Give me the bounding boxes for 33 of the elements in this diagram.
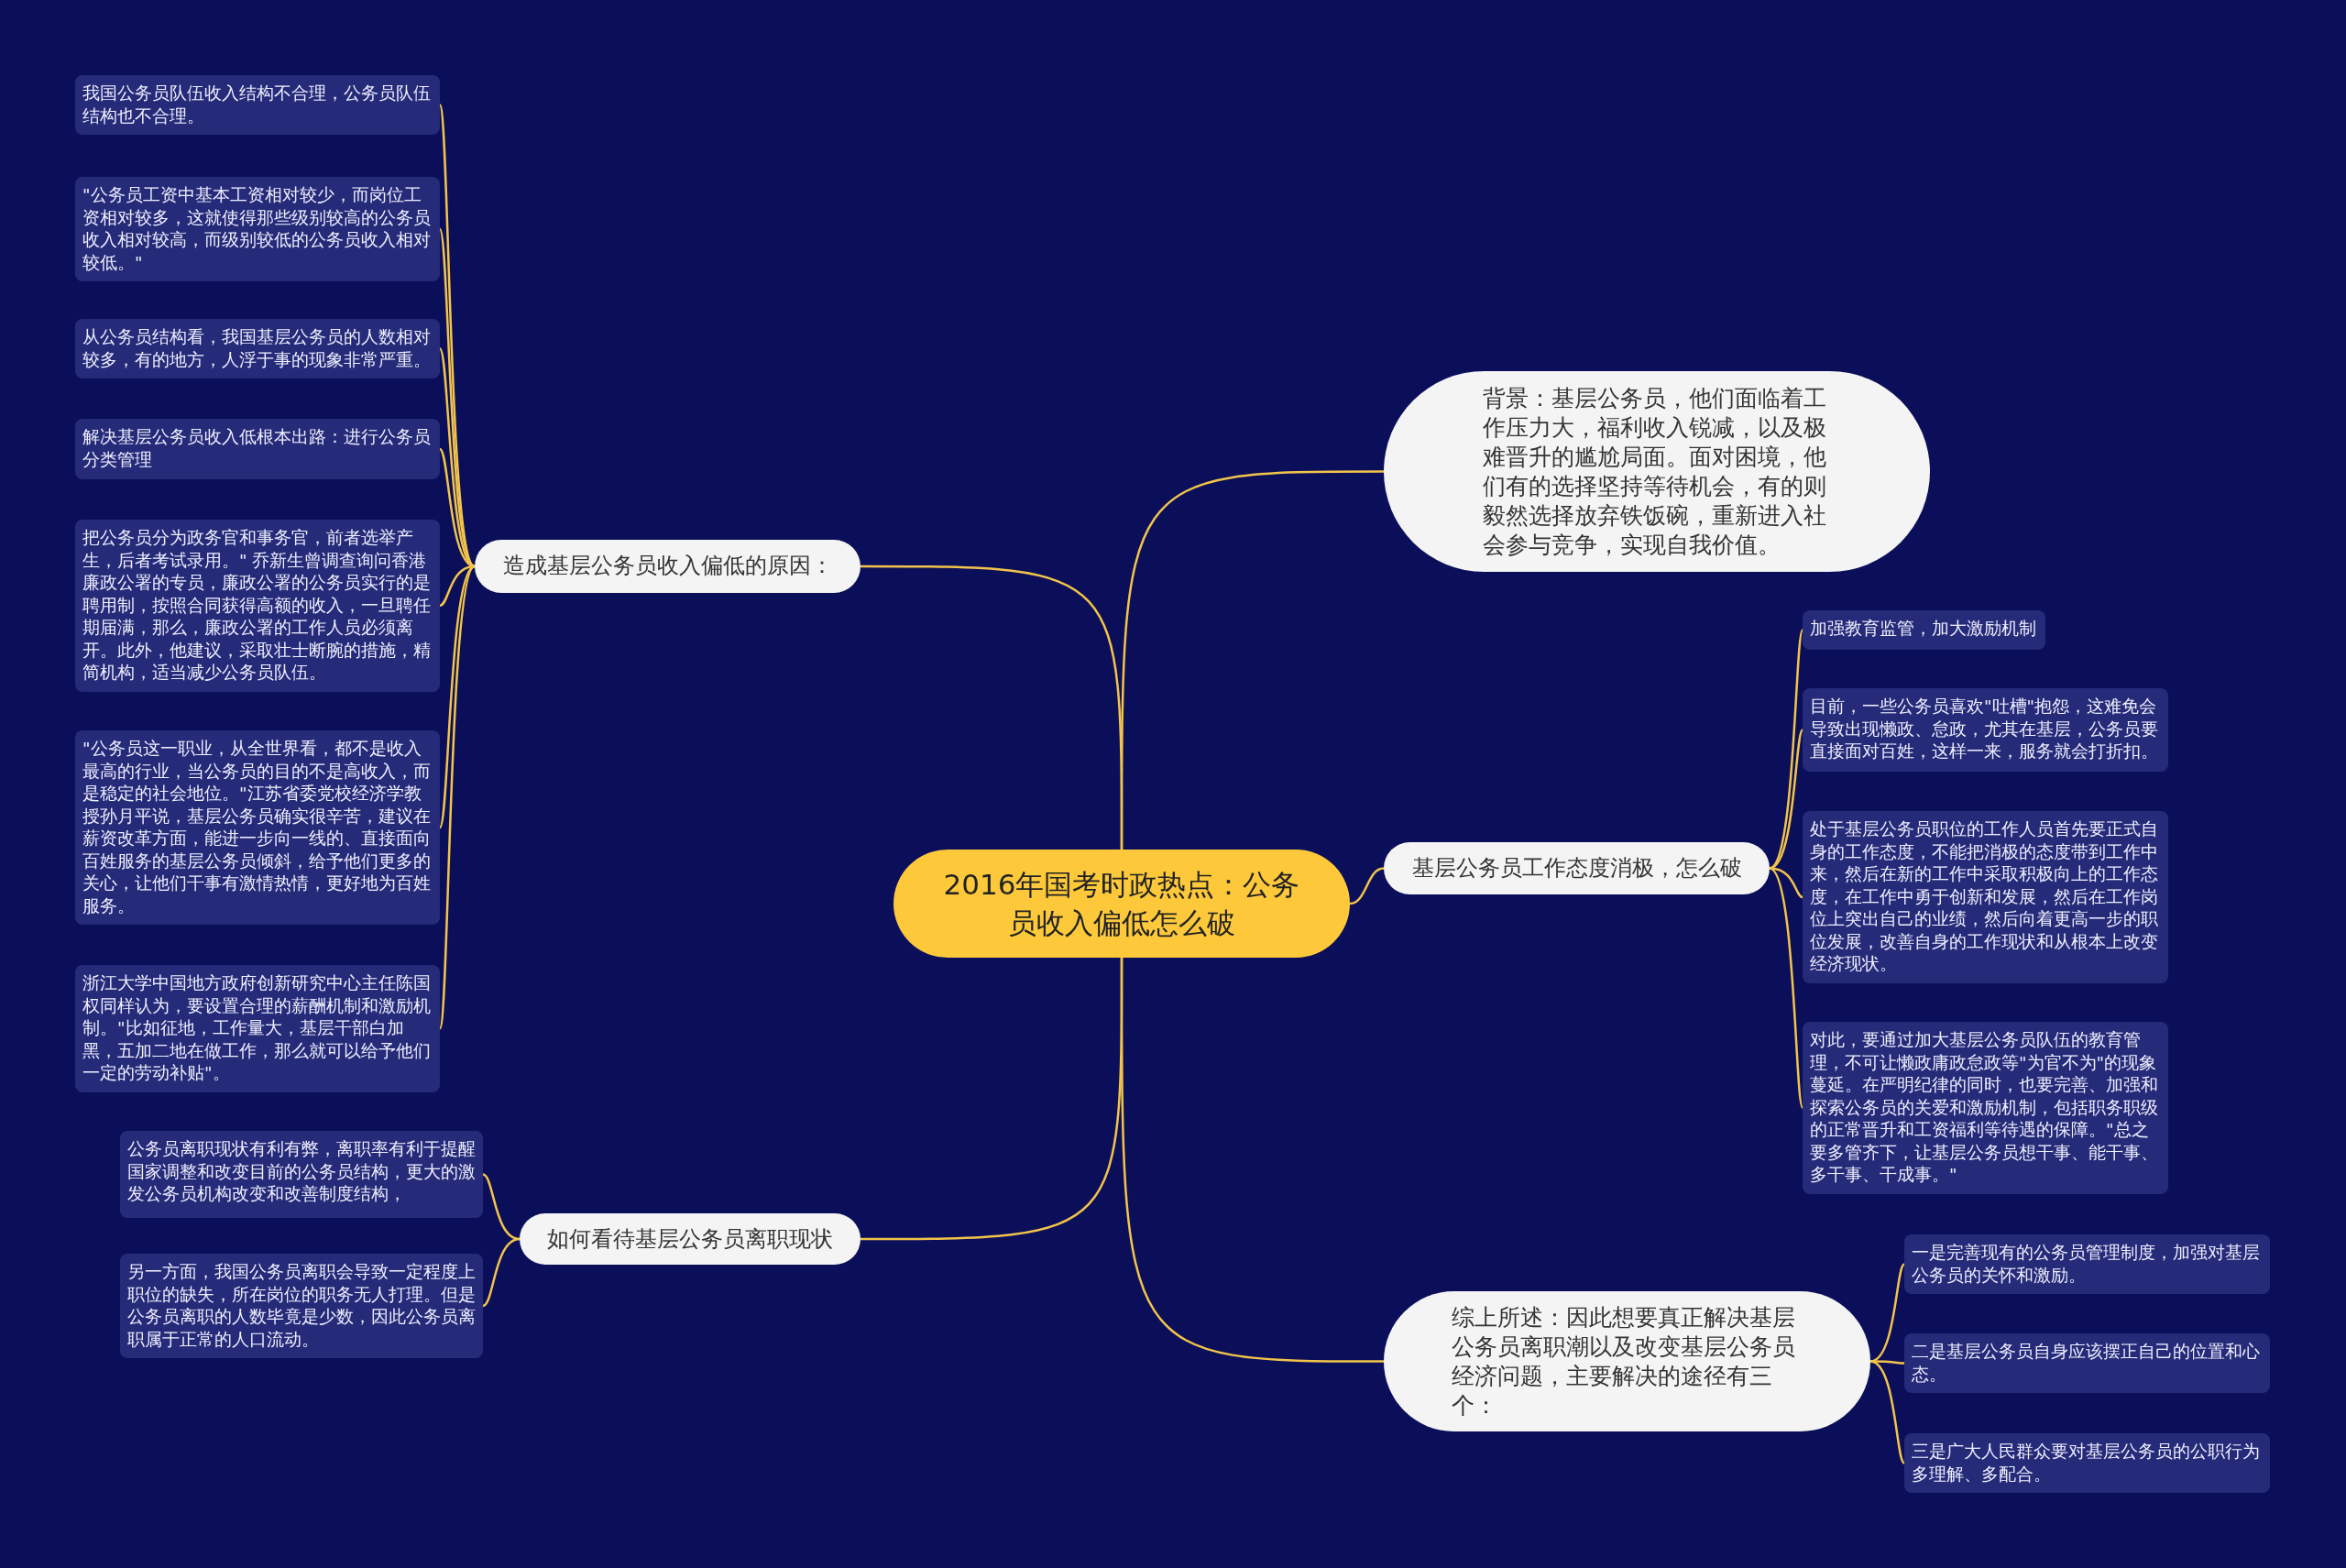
branch-topic: 如何看待基层公务员离职现状 [520, 1213, 861, 1265]
branch-topic: 基层公务员工作态度消极，怎么破 [1384, 842, 1770, 894]
branch-topic: 综上所述：因此想要真正解决基层公务员离职潮以及改变基层公务员经济问题，主要解决的途径有三个： [1384, 1291, 1870, 1431]
connector-line [1349, 867, 1385, 905]
leaf-note: 另一方面，我国公务员离职会导致一定程度上职位的缺失，所在岗位的职务无人打理。但是公务员离职的人数毕竟是少数，因此公务员离职属于正常的人口流动。 [120, 1254, 483, 1358]
connector-line [482, 1237, 521, 1308]
leaf-note: 公务员离职现状有利有弊，离职率有利于提醒国家调整和改变目前的公务员结构，更大的激发公务员机构改变和改善制度结构， [120, 1131, 483, 1218]
leaf-note: 浙江大学中国地方政府创新研究中心主任陈国权同样认为，要设置合理的薪酬机制和激励机制。"比如征地，工作量大，基层干部白加黑，五加二地在做工作，那么就可以给予他们一定的劳动补贴"。 [75, 965, 440, 1092]
connector-line [438, 565, 477, 1029]
connector-line [1869, 1360, 1905, 1464]
leaf-note: 处于基层公务员职位的工作人员首先要正式自身的工作态度，不能把消极的态度带到工作中来，然后在新的工作中采取积极向上的工作态度，在工作中勇于创新和发展，然后在工作岗位上突出自己的业绩，然后向着更高一步的职位发展，改善自身的工作现状和从根本上改变经济现状。 [1803, 811, 2168, 983]
leaf-note: "公务员这一职业，从全世界看，都不是收入最高的行业，当公务员的目的不是高收入，而是稳定的社会地位。"江苏省委党校经济学教授孙月平说，基层公务员确实很辛苦，建议在薪资改革方面，能进一步向一线的、直接面向百姓服务的基层公务员倾斜，给予他们更多的关心，让他们干事有激情热情，更好地为百姓服务。 [75, 730, 440, 925]
connector-line [1120, 958, 1384, 1363]
leaf-note: 从公务员结构看，我国基层公务员的人数相对较多，有的地方，人浮于事的现象非常严重。 [75, 319, 440, 378]
connector-line [1769, 630, 1804, 870]
branch-topic: 背景：基层公务员，他们面临着工作压力大，福利收入锐减，以及极难晋升的尴尬局面。面对困境，他们有的选择坚持等待机会，有的则毅然选择放弃铁饭碗，重新进入社会参与竞争，实现自我价值。 [1384, 371, 1930, 572]
leaf-note: 把公务员分为政务官和事务官，前者选举产生，后者考试录用。" 乔新生曾调查询问香港廉政公署的专员，廉政公署的公务员实行的是聘用制，按照合同获得高额的收入，一旦聘任期届满，那么，廉政公署的工作人员必须离开。此外，他建议，采取壮士断腕的措施，精简机构，适当减少公务员队伍。 [75, 520, 440, 692]
leaf-note: 二是基层公务员自身应该摆正自己的位置和心态。 [1904, 1333, 2270, 1393]
connector-line [1870, 1360, 1905, 1365]
branch-topic: 造成基层公务员收入偏低的原因： [475, 540, 861, 593]
leaf-note: "公务员工资中基本工资相对较少，而岗位工资相对较多，这就使得那些级别较高的公务员收入相对较高，而级别较低的公务员收入相对较低。" [75, 177, 440, 281]
connector-line [1769, 867, 1804, 1109]
central-topic: 2016年国考时政热点：公务员收入偏低怎么破 [893, 850, 1350, 958]
connector-line [1120, 470, 1384, 850]
leaf-note: 解决基层公务员收入低根本出路：进行公务员分类管理 [75, 419, 440, 479]
leaf-note: 目前，一些公务员喜欢"吐槽"抱怨，这难免会导致出现懒政、怠政，尤其在基层，公务员要直接面对百姓，这样一来，服务就会打折扣。 [1803, 688, 2168, 772]
leaf-note: 加强教育监管，加大激励机制 [1803, 610, 2045, 650]
leaf-note: 三是广大人民群众要对基层公务员的公职行为多理解、多配合。 [1904, 1433, 2270, 1493]
connector-line [438, 228, 476, 567]
leaf-note: 我国公务员队伍收入结构不合理，公务员队伍结构也不合理。 [75, 75, 440, 135]
connector-line [438, 565, 476, 828]
leaf-note: 一是完善现有的公务员管理制度，加强对基层公务员的关怀和激励。 [1904, 1234, 2270, 1294]
leaf-note: 对此，要通过加大基层公务员队伍的教育管理，不可让懒政庸政怠政等"为官不为"的现象蔓延。在严明纪律的同时，也要完善、加强和探索公务员的关爱和激励机制，包括职务职级的正常晋升和工资福利等待遇的保障。"总之要多管齐下，让基层公务员想干事、能干事、多干事、干成事。" [1803, 1022, 2168, 1194]
